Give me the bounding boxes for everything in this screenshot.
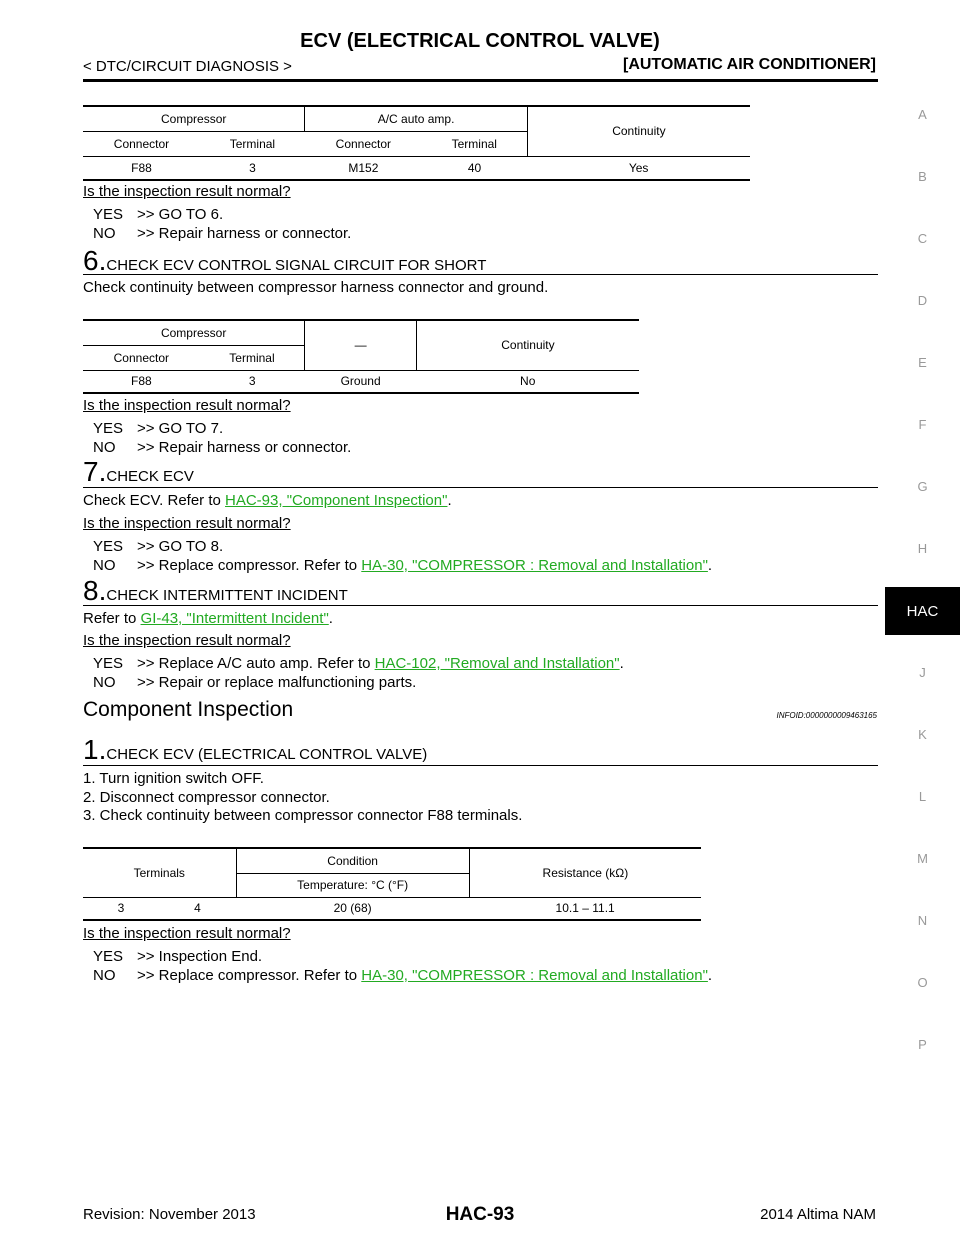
sidebar-letter-k[interactable]: K bbox=[918, 727, 927, 742]
table-header: Continuity bbox=[526, 106, 750, 156]
inspection-question: Is the inspection result normal? bbox=[83, 515, 291, 532]
sidebar-letter-l[interactable]: L bbox=[918, 789, 927, 804]
step-8-text: Refer to GI-43, "Intermittent Incident". bbox=[83, 610, 333, 627]
table-cell: No bbox=[520, 374, 536, 389]
procedure-item: 2. Disconnect compressor connector. bbox=[83, 789, 330, 806]
sidebar-letter-n[interactable]: N bbox=[917, 913, 928, 928]
table-header: Resistance (kΩ) bbox=[468, 848, 701, 897]
table-cell: M152 bbox=[348, 160, 379, 175]
step-rule bbox=[83, 274, 878, 275]
table-header: A/C auto amp. bbox=[304, 106, 528, 131]
sidebar-letter-g[interactable]: G bbox=[917, 479, 928, 494]
step-rule bbox=[83, 487, 878, 488]
inspection-question: Is the inspection result normal? bbox=[83, 397, 291, 414]
continuity-table-short: Compressor — Continuity Connector Termin… bbox=[83, 319, 639, 394]
compressor-removal-link[interactable]: HA-30, "COMPRESSOR : Removal and Install… bbox=[361, 557, 708, 574]
table-header: Connector bbox=[113, 350, 170, 365]
table-cell: 3 bbox=[117, 901, 125, 916]
page-number: HAC-93 bbox=[445, 1204, 515, 1225]
info-id: INFOID:0000000009463165 bbox=[776, 711, 877, 720]
table-cell: F88 bbox=[130, 374, 152, 389]
table-cell: 10.1 – 11.1 bbox=[555, 901, 615, 916]
table-header: Temperature: °C (°F) bbox=[235, 873, 470, 897]
sidebar-letter-j[interactable]: J bbox=[919, 665, 926, 680]
compressor-removal-link[interactable]: HA-30, "COMPRESSOR : Removal and Install… bbox=[361, 967, 708, 984]
sidebar-letter-f[interactable]: F bbox=[918, 417, 927, 432]
continuity-table-harness: Compressor A/C auto amp. Continuity Conn… bbox=[83, 105, 750, 181]
sidebar-letter-o[interactable]: O bbox=[917, 975, 928, 990]
amp-removal-link[interactable]: HAC-102, "Removal and Installation" bbox=[374, 655, 620, 672]
revision-date: Revision: November 2013 bbox=[83, 1206, 256, 1223]
answer-no: NO>> Replace compressor. Refer to HA-30,… bbox=[93, 967, 713, 984]
procedure-item: 1. Turn ignition switch OFF. bbox=[83, 770, 264, 787]
step-rule bbox=[83, 605, 878, 606]
table-header: — bbox=[304, 320, 417, 370]
resistance-table: Terminals Condition Resistance (kΩ) Temp… bbox=[83, 847, 701, 921]
answer-yes: YES>> GO TO 6. bbox=[93, 206, 224, 223]
answer-yes: YES>> GO TO 7. bbox=[93, 420, 224, 437]
model-name: 2014 Altima NAM bbox=[760, 1206, 876, 1223]
sidebar-letter-a[interactable]: A bbox=[918, 107, 927, 122]
component-inspection-link[interactable]: HAC-93, "Component Inspection" bbox=[225, 492, 448, 509]
table-header: Terminal bbox=[451, 136, 497, 151]
answer-no: NO>> Replace compressor. Refer to HA-30,… bbox=[93, 557, 713, 574]
answer-no: NO>> Repair or replace malfunctioning pa… bbox=[93, 674, 417, 691]
table-row: F88 3 M152 40 Yes bbox=[83, 156, 750, 180]
step-rule bbox=[83, 765, 878, 766]
procedure-item: 3. Check continuity between compressor c… bbox=[83, 807, 523, 824]
table-cell: Yes bbox=[628, 160, 649, 175]
table-header: Connector bbox=[335, 136, 392, 151]
inspection-question: Is the inspection result normal? bbox=[83, 925, 291, 942]
table-header: Terminal bbox=[229, 136, 276, 151]
sidebar-letter-h[interactable]: H bbox=[917, 541, 928, 556]
section-name: [AUTOMATIC AIR CONDITIONER] bbox=[622, 56, 876, 73]
sidebar-letter-e[interactable]: E bbox=[918, 355, 927, 370]
sidebar-letter-b[interactable]: B bbox=[918, 169, 927, 184]
step-6-heading: 6.CHECK ECV CONTROL SIGNAL CIRCUIT FOR S… bbox=[83, 245, 487, 276]
answer-no: NO>> Repair harness or connector. bbox=[93, 439, 352, 456]
table-cell: 3 bbox=[248, 374, 256, 389]
step-6-text: Check continuity between compressor harn… bbox=[83, 279, 549, 296]
table-cell: 40 bbox=[467, 160, 482, 175]
page-title: ECV (ELECTRICAL CONTROL VALVE) bbox=[300, 30, 660, 52]
step-1-heading: 1.CHECK ECV (ELECTRICAL CONTROL VALVE) bbox=[83, 734, 428, 765]
table-cell: 4 bbox=[194, 901, 201, 916]
sidebar-letter-p[interactable]: P bbox=[918, 1037, 927, 1052]
inspection-question: Is the inspection result normal? bbox=[83, 632, 291, 649]
table-cell: F88 bbox=[131, 160, 152, 175]
table-header: Continuity bbox=[415, 320, 639, 370]
step-7-heading: 7.CHECK ECV bbox=[83, 456, 194, 487]
header-rule bbox=[83, 79, 878, 82]
table-header: Terminals bbox=[133, 865, 185, 880]
table-header: Condition bbox=[235, 848, 470, 873]
answer-yes: YES>> Inspection End. bbox=[93, 948, 263, 965]
table-header: Compressor bbox=[160, 325, 227, 340]
table-cell: Ground bbox=[340, 374, 381, 389]
table-row: 3 4 20 (68) 10.1 – 11.1 bbox=[83, 897, 701, 920]
table-cell: 20 (68) bbox=[333, 901, 372, 916]
step-7-text: Check ECV. Refer to HAC-93, "Component I… bbox=[83, 492, 452, 509]
breadcrumb: < DTC/CIRCUIT DIAGNOSIS > bbox=[83, 58, 292, 75]
sidebar-letter-c[interactable]: C bbox=[917, 231, 928, 246]
sidebar-active-section[interactable]: HAC bbox=[885, 587, 960, 635]
table-header: Compressor bbox=[161, 111, 227, 126]
table-header: Connector bbox=[113, 136, 170, 151]
answer-no: NO>> Repair harness or connector. bbox=[93, 225, 352, 242]
table-row: F88 3 Ground No bbox=[83, 370, 639, 393]
sidebar-letter-m[interactable]: M bbox=[917, 851, 928, 866]
table-cell: 3 bbox=[249, 160, 256, 175]
step-8-heading: 8.CHECK INTERMITTENT INCIDENT bbox=[83, 575, 348, 606]
inspection-question: Is the inspection result normal? bbox=[83, 183, 291, 200]
section-heading: Component Inspection bbox=[83, 698, 294, 721]
intermittent-incident-link[interactable]: GI-43, "Intermittent Incident" bbox=[140, 610, 329, 627]
answer-yes: YES>> GO TO 8. bbox=[93, 538, 224, 555]
answer-yes: YES>> Replace A/C auto amp. Refer to HAC… bbox=[93, 655, 624, 672]
sidebar-letter-d[interactable]: D bbox=[917, 293, 928, 308]
table-header: Terminal bbox=[229, 350, 275, 365]
